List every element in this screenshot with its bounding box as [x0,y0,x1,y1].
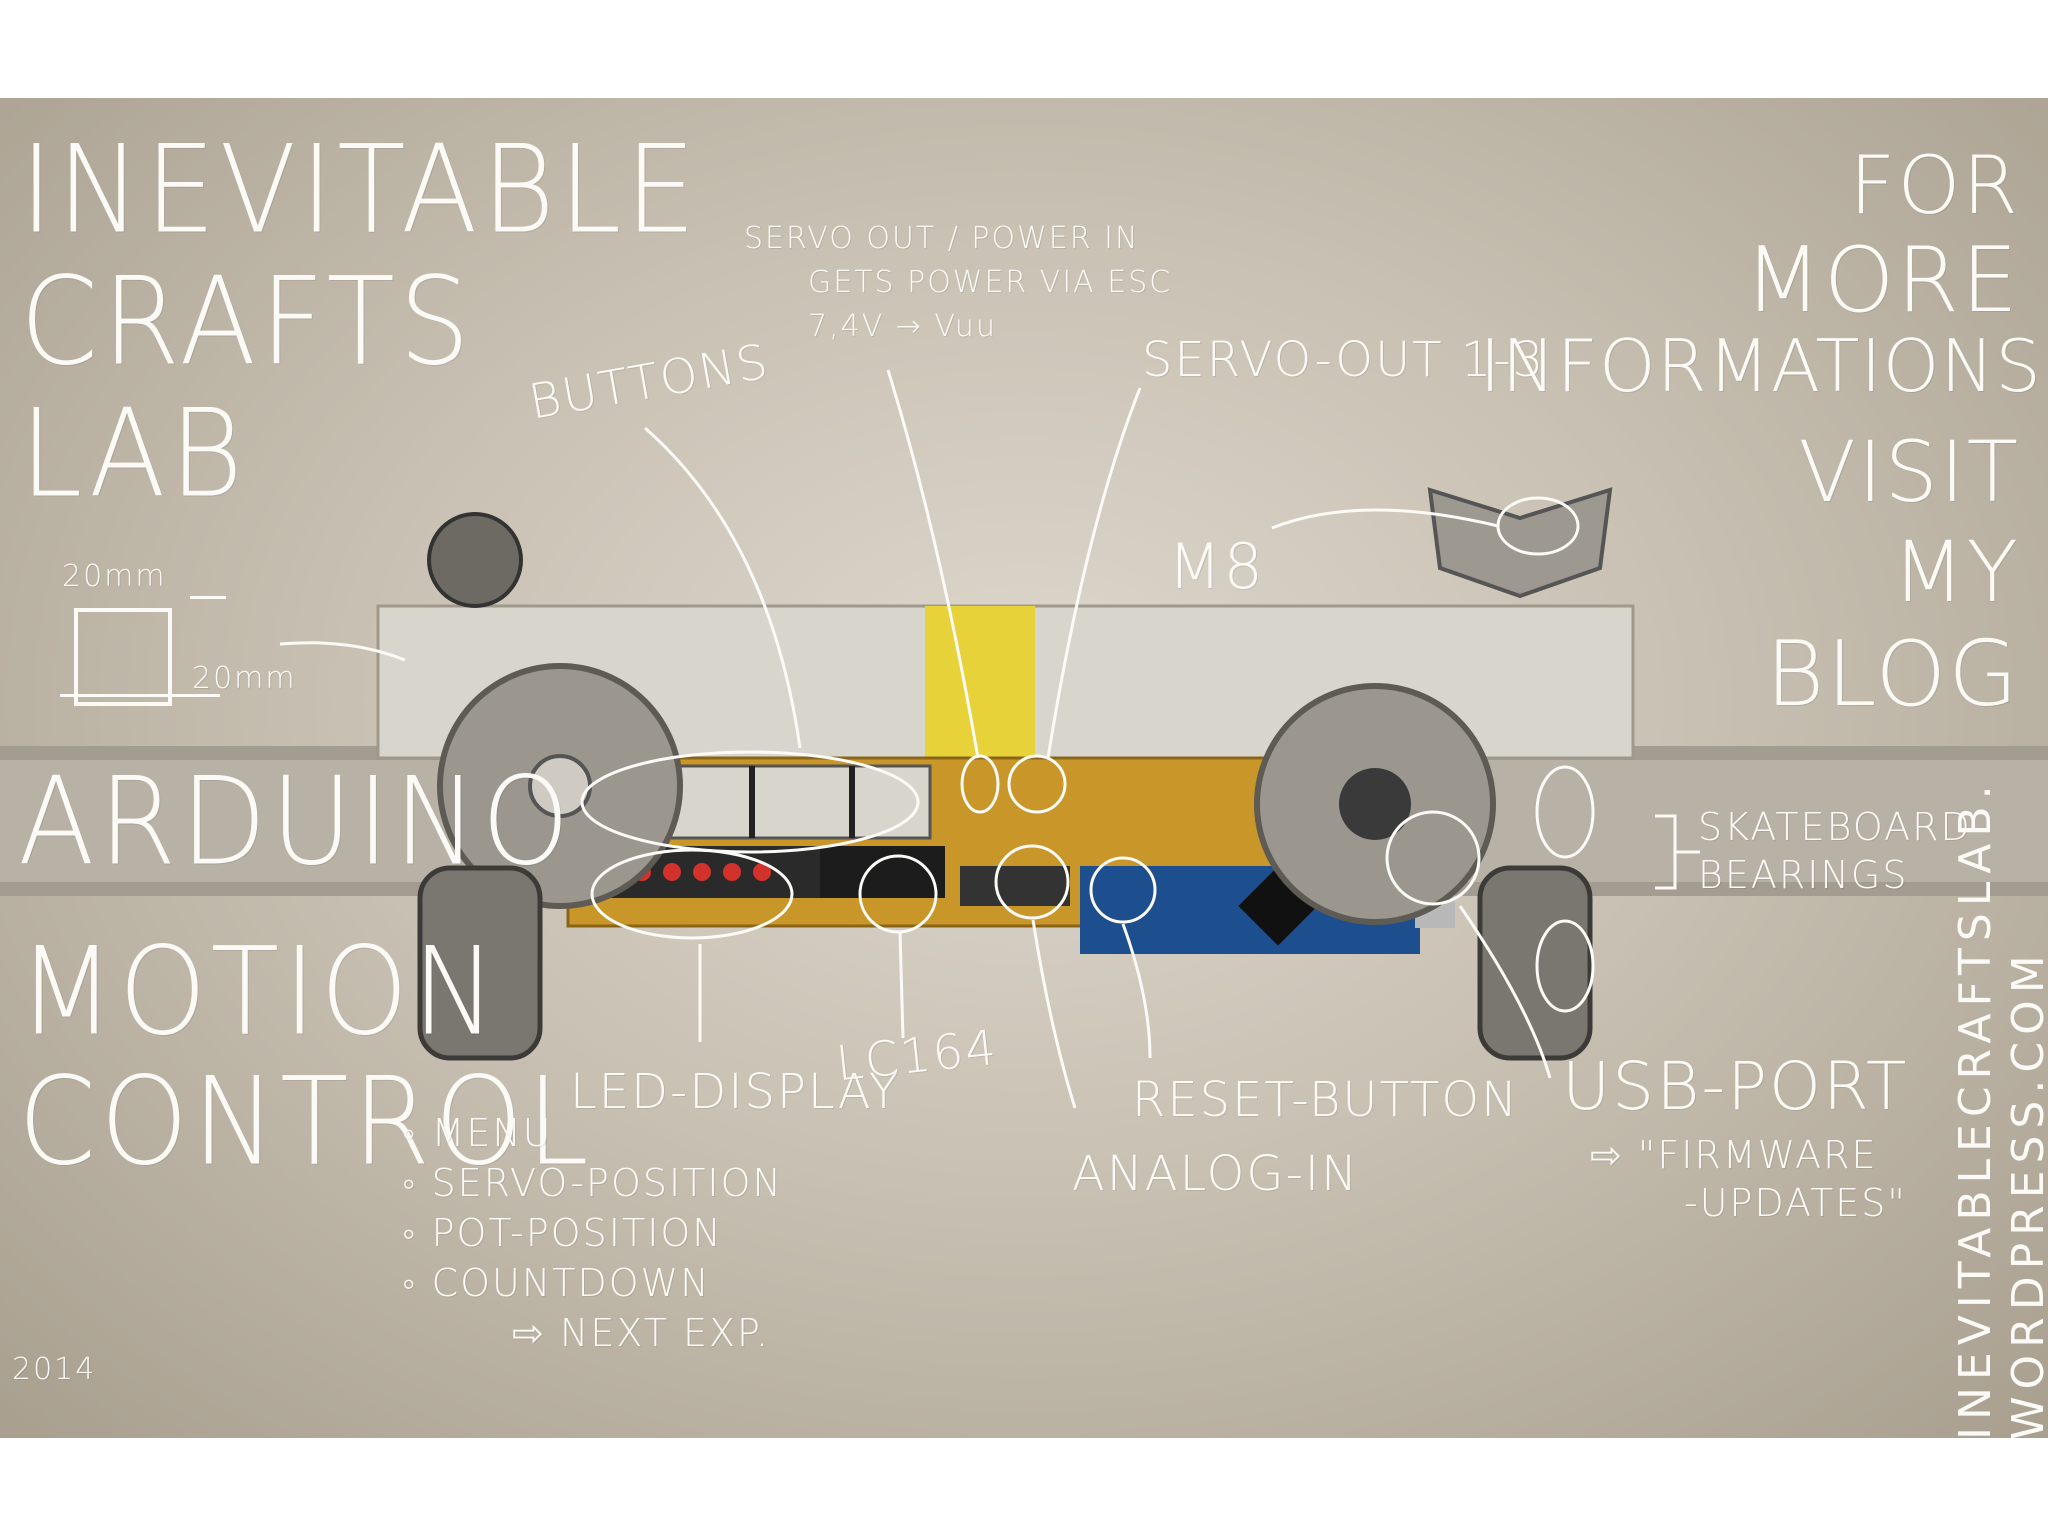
m8-label: M8 [1168,530,1265,603]
heading-arduino: ARDUINO [18,752,574,893]
servo-power-label-1: SERVO OUT / POWER IN [744,221,1140,256]
servo-out-label: SERVO-OUT 1-3 [1142,332,1546,388]
menu-item: ⇨ NEXT EXP. [512,1311,771,1355]
right-text-informations: INFORMATIONS [1479,324,2042,408]
title-line-1: INEVITABLE [20,120,701,261]
usb-port-label: USB-PORT [1562,1048,1909,1125]
device-photo [0,369,2048,1109]
annotation-strokes [279,369,1700,1109]
lc164-chip [820,846,945,898]
menu-item: ◦ POT-POSITION [402,1211,723,1255]
right-text-my: MY [1892,523,2020,621]
analog-in-label: ANALOG-IN [1072,1146,1359,1202]
right-text-more: MORE [1744,228,2020,333]
profile-dimension-square [74,608,172,706]
firmware-label-2: -UPDATES" [1684,1181,1907,1225]
heading-control: CONTROL [18,1052,593,1193]
reset-button-label: RESET-BUTTON [1132,1072,1520,1128]
servo-power-label-3: 7,4V → Vuu [808,309,997,344]
year-label: 2014 [12,1352,97,1387]
heading-motion: MOTION [18,922,501,1063]
firmware-label-1: ⇨ "FIRMWARE [1590,1133,1878,1177]
servo-header [960,866,1070,906]
servo-power-label-2: GETS POWER VIA ESC [808,265,1173,300]
skateboard-label-2: BEARINGS [1698,853,1909,897]
right-text-visit: VISIT [1798,423,2020,521]
menu-item: ◦ SERVO-POSITION [402,1161,783,1205]
blog-url: INEVITABLECRAFTSLAB. WORDPRESS.COM [1950,778,2048,1440]
dimension-line [60,694,220,697]
dimension-side-label: 20mm [192,661,297,696]
menu-feature-list: ◦ MENU ◦ SERVO-POSITION ◦ POT-POSITION ◦… [402,1114,783,1364]
dimension-line [190,596,226,599]
title-line-3: LAB [20,384,247,525]
yellow-tape [925,606,1035,758]
right-text-blog: BLOG [1765,622,2020,727]
skateboard-label-1: SKATEBOARD [1698,805,1972,849]
led-display-label: LED-DISPLAY [570,1064,901,1120]
right-text-for: FOR [1849,139,2020,232]
blog-url-line-2: WORDPRESS.COM [2002,948,2048,1440]
menu-item: ◦ COUNTDOWN [402,1261,711,1305]
photo-background [0,98,2048,1438]
wing-nut [1427,487,1613,599]
left-bearing [417,865,543,1061]
title-line-2: CRAFTS [20,252,475,393]
dimension-top-label: 20mm [62,559,167,594]
menu-item: ◦ MENU [402,1111,553,1155]
blog-url-line-1: INEVITABLECRAFTSLAB. [1950,778,2001,1440]
left-nut [427,512,523,608]
